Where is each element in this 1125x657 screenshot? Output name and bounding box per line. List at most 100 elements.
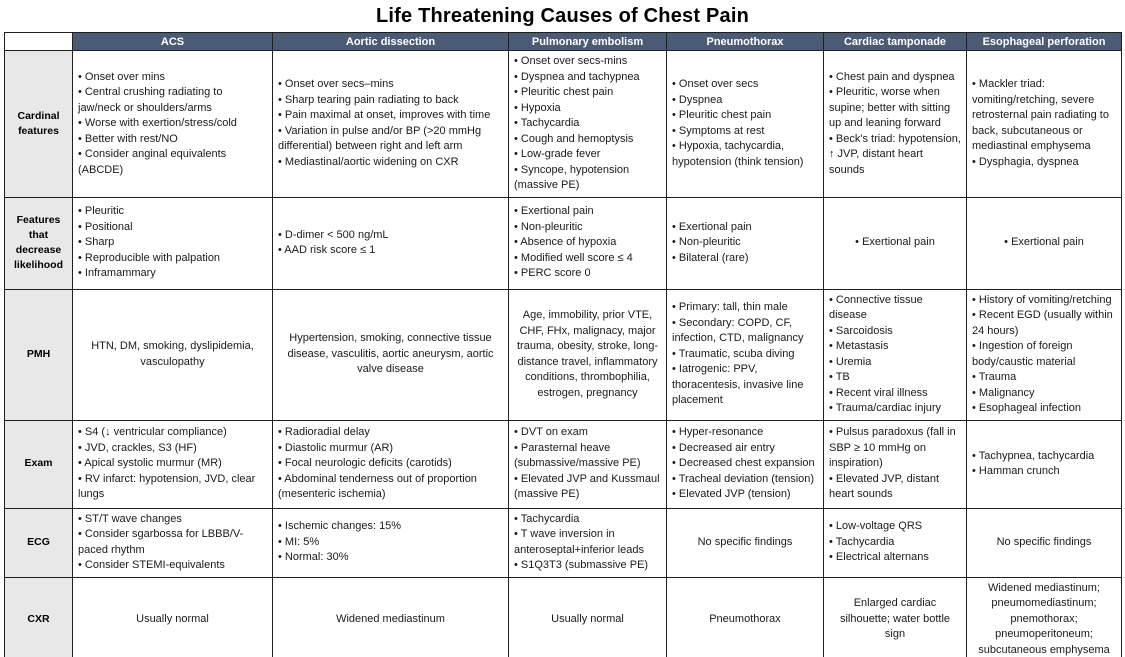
bullet-item: • Tracheal deviation (tension) — [672, 472, 815, 485]
column-header: Cardiac tamponade — [823, 32, 967, 51]
bullet-item: • Decreased chest expansion — [672, 457, 815, 470]
bullet-item: • Elevated JVP, distant heart sounds — [829, 472, 940, 501]
bullet-item: • Trauma/cardiac injury — [829, 402, 942, 414]
bullet-item: • Hypoxia — [514, 101, 561, 114]
bullet-item: • History of vomiting/retching — [972, 293, 1112, 306]
data-cell: Usually normal — [72, 576, 273, 657]
bullet-item: • Traumatic, scuba diving — [672, 347, 795, 360]
data-cell: • D-dimer < 500 ng/mL• AAD risk score ≤ … — [272, 196, 509, 290]
bullet-item: • Hyper-resonance — [672, 426, 764, 439]
bullet-item: • Ingestion of foreign body/caustic mate… — [972, 340, 1076, 368]
bullet-item: • Recent viral illness — [829, 386, 928, 399]
data-cell: • Radioradial delay• Diastolic murmur (A… — [272, 419, 509, 509]
row-label: Cardinal features — [4, 50, 73, 198]
row-label: Exam — [4, 419, 73, 509]
bullet-item: • Parasternal heave (submassive/massive … — [514, 441, 641, 470]
bullet-item: • Pleuritic, worse when supine; better w… — [829, 86, 951, 129]
bullet-item: • Consider STEMI-equivalents — [78, 559, 225, 571]
bullet-item: • Pleuritic — [78, 205, 125, 218]
bullet-item: • Elevated JVP (tension) — [672, 488, 791, 501]
bullet-item: • Hypoxia, tachycardia, hypotension (thi… — [672, 140, 804, 168]
column-header: Pulmonary embolism — [508, 32, 667, 51]
bullet-item: • Onset over secs–mins — [278, 78, 394, 91]
bullet-item: • Better with rest/NO — [78, 132, 178, 145]
data-cell: • Mackler triad: vomiting/retching, seve… — [966, 50, 1122, 198]
data-cell: • ST/T wave changes• Consider sgarbossa … — [72, 507, 273, 578]
bullet-item: • Abdominal tenderness out of proportion… — [278, 472, 477, 501]
bullet-item: • TB — [829, 371, 850, 383]
data-cell: • Exertional pain• Non-pleuritic• Bilate… — [666, 196, 824, 290]
data-cell: • Onset over mins • Central crushing radi… — [72, 50, 273, 198]
bullet-item: • Non-pleuritic — [672, 236, 741, 249]
table-row: Features that decrease likelihood• Pleur… — [4, 196, 1122, 290]
table-row: Exam• S4 (↓ ventricular compliance)• JVD… — [4, 419, 1122, 509]
data-cell: Pneumothorax — [666, 576, 824, 657]
bullet-item: • Diastolic murmur (AR) — [278, 441, 394, 454]
row-label: CXR — [4, 576, 73, 657]
cell-text: Usually normal — [551, 612, 624, 625]
page-title: Life Threatening Causes of Chest Pain — [375, 5, 750, 27]
data-cell: • S4 (↓ ventricular compliance)• JVD, cr… — [72, 419, 273, 509]
bullet-item: • Absence of hypoxia — [514, 236, 617, 249]
cell-text: Age, immobility, prior VTE, CHF, FHx, ma… — [516, 309, 659, 399]
bullet-item: • ST/T wave changes — [78, 512, 182, 525]
bullet-item: • Elevated JVP and Kussmaul (massive PE) — [514, 472, 660, 501]
data-cell: Widened mediastinum; pneumomediastinum; … — [966, 576, 1122, 657]
cell-text: Hypertension, smoking, connective tissue… — [287, 332, 494, 376]
table-row: ECG• ST/T wave changes• Consider sgarbos… — [4, 507, 1122, 578]
bullet-item: • PERC score 0 — [514, 267, 591, 280]
bullet-item: • Central crushing radiating to jaw/neck… — [78, 86, 223, 114]
data-cell: • Chest pain and dyspnea• Pleuritic, wor… — [823, 50, 967, 198]
bullet-item: • DVT on exam — [514, 426, 588, 439]
data-cell: • Exertional pain — [823, 196, 967, 290]
data-cell: HTN, DM, smoking, dyslipidemia, vasculop… — [72, 288, 273, 421]
bullet-item: • RV infarct: hypotension, JVD, clear lu… — [78, 472, 256, 501]
bullet-item: • Syncope, hypotension (massive PE) — [514, 163, 630, 192]
data-cell: • Low-voltage QRS• Tachycardia• Electric… — [823, 507, 967, 578]
table-row: CXR Usually normal Widened mediastinum Usua… — [4, 576, 1122, 657]
data-cell: • History of vomiting/retching • Recent E… — [966, 288, 1122, 421]
bullet-item: • Ischemic changes: 15% — [278, 520, 402, 533]
cell-text: Enlarged cardiac silhouette; water bottl… — [839, 597, 951, 640]
row-label: PMH — [4, 288, 73, 421]
bullet-item: • Decreased air entry — [672, 441, 775, 454]
cell-text: No specific findings — [996, 535, 1092, 548]
data-cell: • Pulsus paradoxus (fall in SBP ≥ 10 mmH… — [823, 419, 967, 509]
cell-text: No specific findings — [697, 535, 793, 548]
bullet-item: • Iatrogenic: PPV, thoracentesis, invasi… — [672, 363, 804, 407]
data-cell: • Exertional pain• Non-pleuritic• Absenc… — [508, 196, 667, 290]
bullet-item: • Pulsus paradoxus (fall in SBP ≥ 10 mmH… — [829, 426, 956, 470]
data-cell: Widened mediastinum — [272, 576, 509, 657]
data-cell: • Tachycardia• T wave inversion in anter… — [508, 507, 667, 578]
bullet-item: • Trauma — [972, 371, 1017, 383]
column-header: ACS — [72, 32, 273, 51]
table-row: Cardinal features • Onset over mins • Cent… — [4, 50, 1122, 198]
data-cell: Usually normal — [508, 576, 667, 657]
bullet-item: • Mediastinal/aortic widening on CXR — [278, 155, 459, 168]
cell-text: Usually normal — [136, 612, 209, 625]
bullet-item: • Sharp — [78, 236, 115, 249]
bullet-item: • Mackler triad: vomiting/retching, seve… — [972, 78, 1109, 153]
bullet-item: • Recent EGD (usually within 24 hours) — [972, 309, 1113, 337]
row-label: ECG — [4, 507, 73, 578]
bullet-item: • Pain maximal at onset, improves with t… — [278, 109, 491, 122]
bullet-item: • Exertional pain — [1004, 236, 1084, 249]
bullet-item: • Inframammary — [78, 267, 156, 280]
bullet-item: • Electrical alternans — [829, 551, 929, 564]
bullet-item: • Exertional pain — [672, 220, 752, 233]
bullet-item: • Exertional pain — [855, 236, 935, 249]
bullet-item: • Reproducible with palpation — [78, 251, 221, 264]
bullet-item: • S1Q3T3 (submassive PE) — [514, 559, 649, 571]
bullet-item: • Cough and hemoptysis — [514, 132, 634, 145]
data-cell: • DVT on exam • Parasternal heave (submas… — [508, 419, 667, 509]
column-header: Esophageal perforation — [966, 32, 1122, 51]
bullet-item: • Sarcoidosis — [829, 324, 893, 337]
corner-cell — [4, 32, 73, 51]
data-cell: • Hyper-resonance • Decreased air entry • … — [666, 419, 824, 509]
data-cell: • Exertional pain — [966, 196, 1122, 290]
bullet-item: • Onset over mins — [78, 70, 165, 83]
bullet-item: • Tachycardia — [829, 535, 895, 548]
